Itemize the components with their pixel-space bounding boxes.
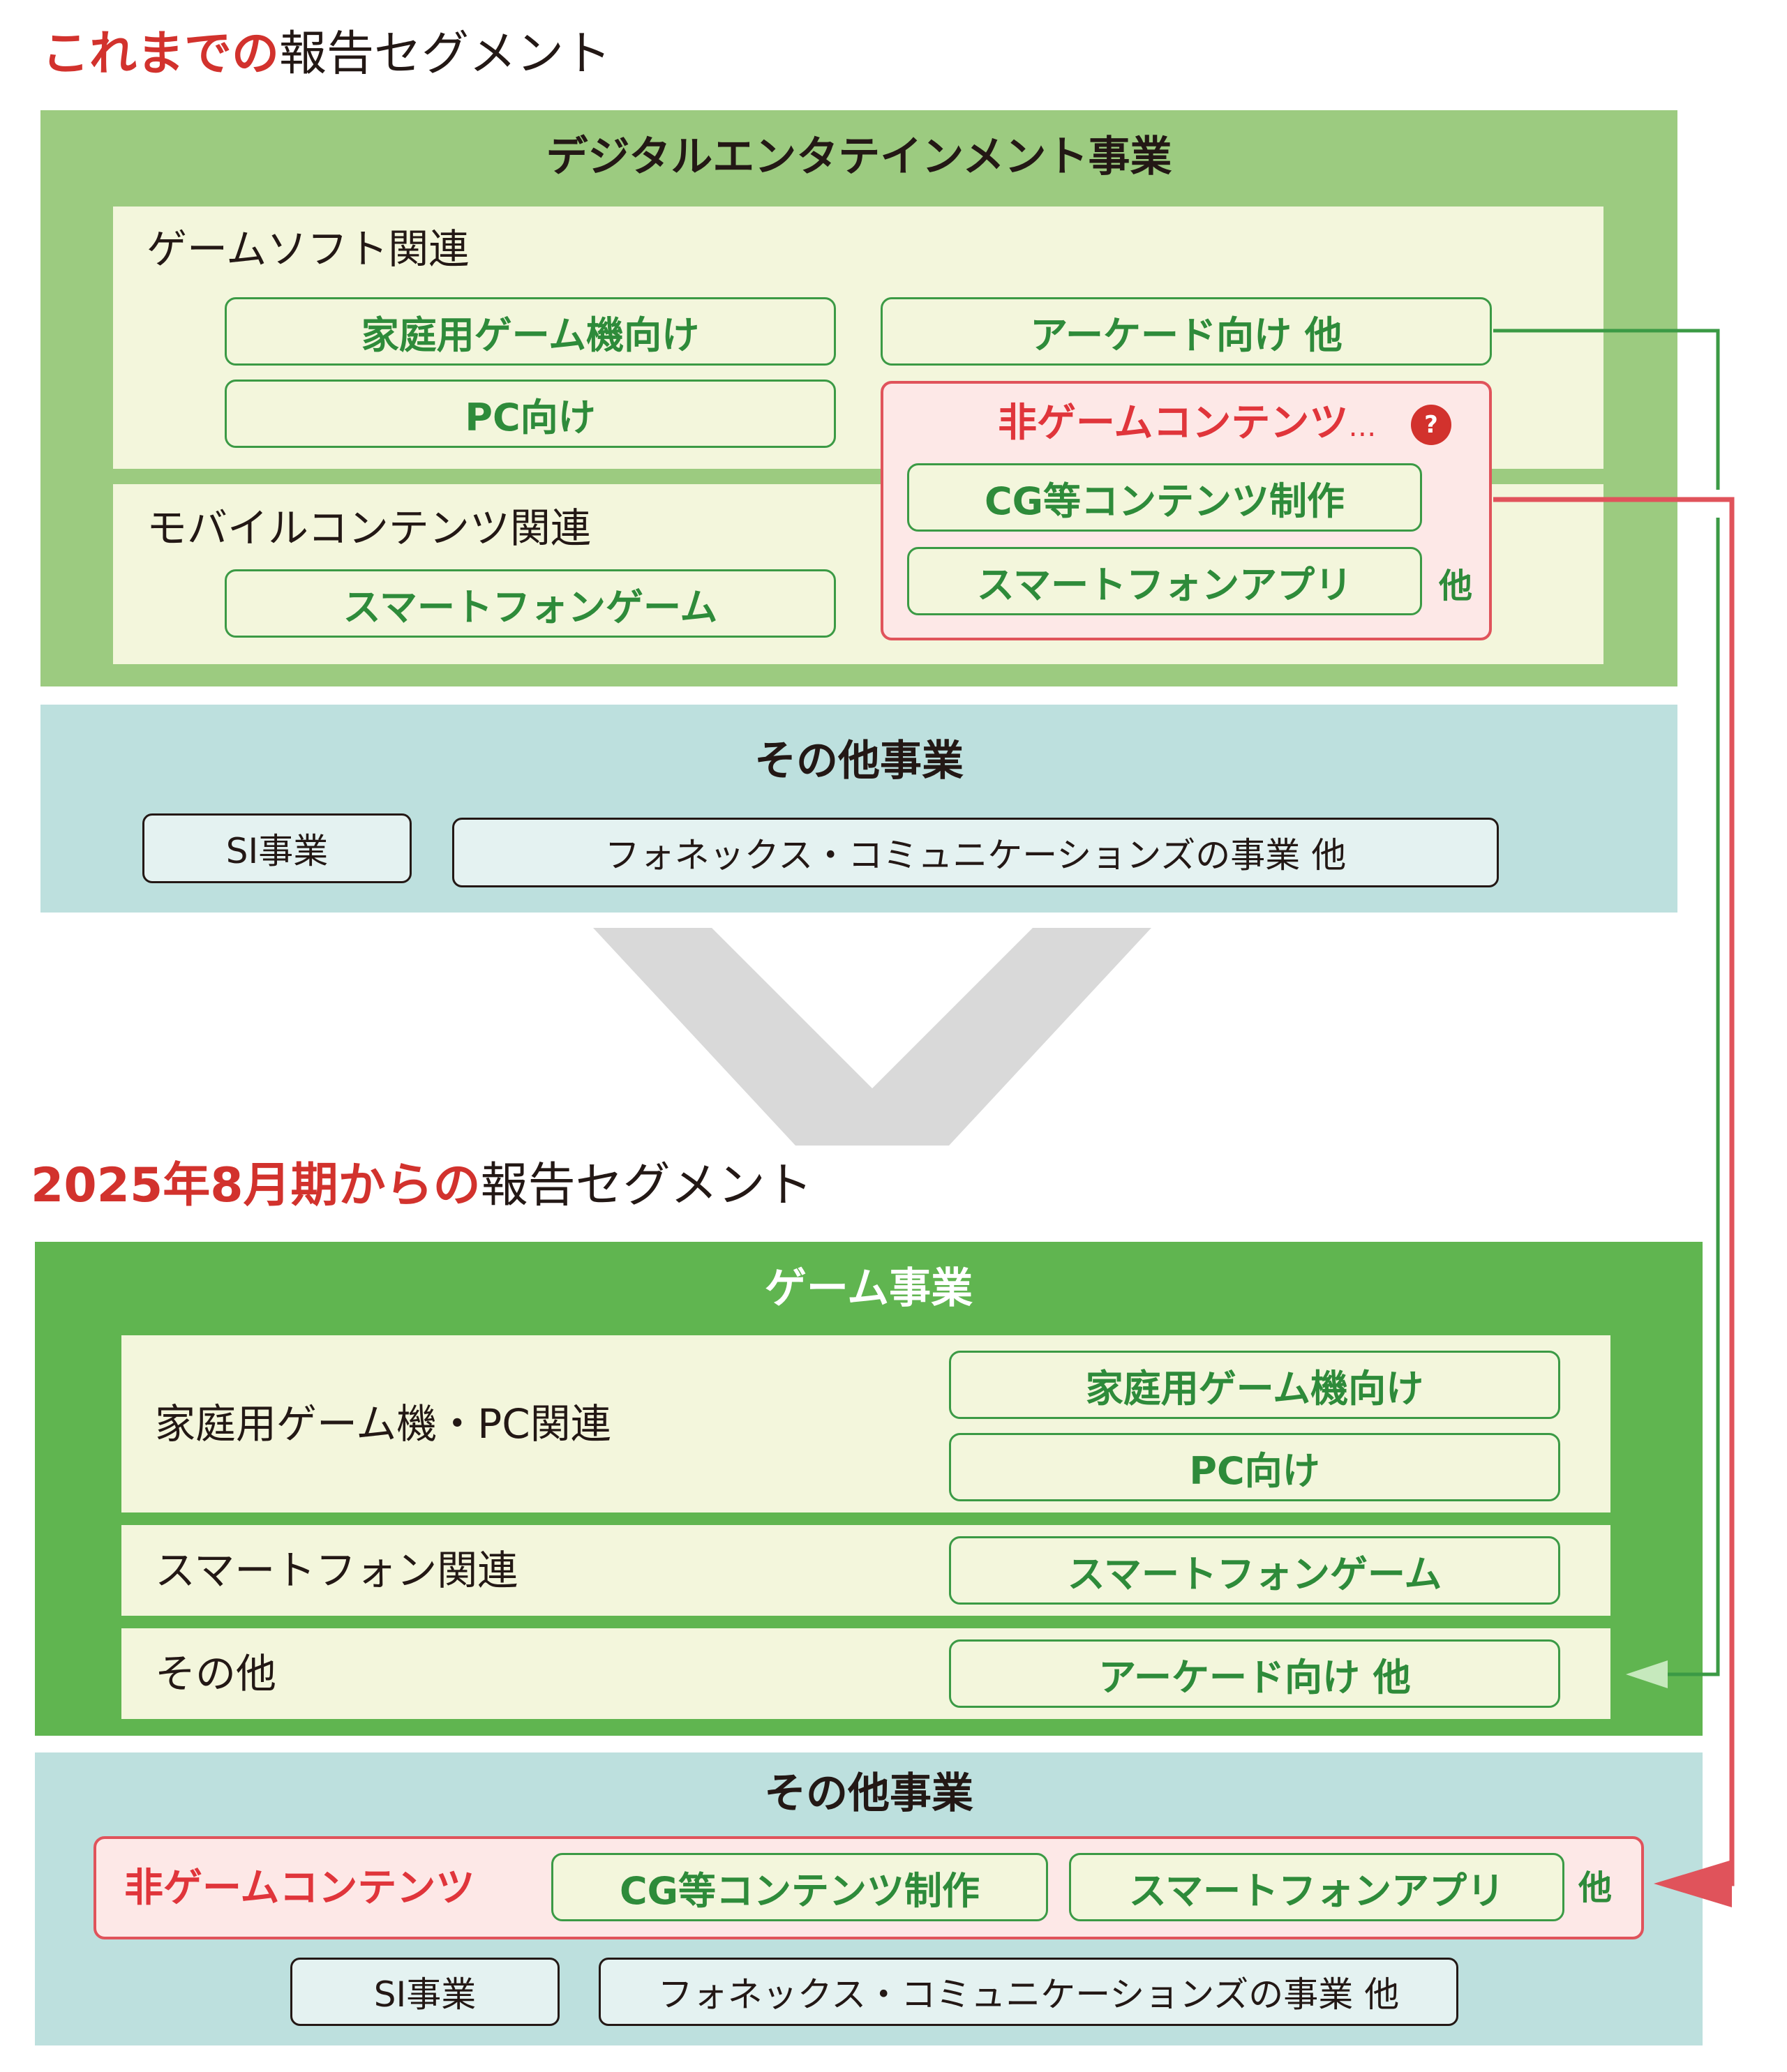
- si-box: SI事業: [142, 813, 412, 883]
- after-smartphone-game-box: スマートフォンゲーム: [949, 1536, 1560, 1605]
- digital-entertainment-title: デジタルエンタテインメント事業: [546, 133, 1172, 181]
- pc-box: PC向け: [225, 380, 836, 448]
- other-business-title: その他事業: [754, 737, 964, 786]
- arcade-arrow-head: [1626, 1660, 1668, 1688]
- question-icon: ?: [1411, 405, 1451, 445]
- after-heading: 2025年8月期からの報告セグメント: [31, 1158, 813, 1213]
- non-game-etc: 他: [1439, 566, 1473, 606]
- after-phonics-box: フォネックス・コミュニケーションズの事業 他: [599, 1958, 1458, 2026]
- console-box: 家庭用ゲーム機向け: [225, 297, 836, 366]
- non-game-title: 非ゲームコンテンツ…: [998, 400, 1377, 446]
- game-soft-label: ゲームソフト関連: [147, 225, 470, 273]
- after-arcade-box: アーケード向け 他: [949, 1639, 1560, 1708]
- after-non-game-etc: 他: [1578, 1868, 1613, 1907]
- after-other-business-title: その他事業: [764, 1769, 973, 1818]
- console-pc-label: 家庭用ゲーム機・PC関連: [155, 1400, 611, 1448]
- phonics-box: フォネックス・コミュニケーションズの事業 他: [452, 818, 1499, 887]
- mobile-label: モバイルコンテンツ関連: [147, 504, 591, 552]
- before-heading: これまでの報告セグメント: [42, 27, 612, 82]
- arcade-connector-line: [1493, 329, 1720, 490]
- arcade-connector-line-lower: [1662, 518, 1720, 1676]
- non-game-arrow-head: [1654, 1860, 1732, 1907]
- chevron-down-icon: [593, 928, 1151, 1146]
- after-smartphone-app-box: スマートフォンアプリ: [1069, 1853, 1564, 1921]
- smartphone-game-box: スマートフォンゲーム: [225, 569, 836, 638]
- after-si-box: SI事業: [290, 1958, 560, 2026]
- smartphone-label: スマートフォン関連: [155, 1547, 518, 1594]
- cg-content-box: CG等コンテンツ制作: [907, 463, 1422, 532]
- smartphone-app-box: スマートフォンアプリ: [907, 547, 1422, 615]
- arcade-box: アーケード向け 他: [881, 297, 1492, 366]
- after-cg-content-box: CG等コンテンツ制作: [551, 1853, 1048, 1921]
- after-console-box: 家庭用ゲーム機向け: [949, 1351, 1560, 1419]
- game-business-title: ゲーム事業: [764, 1264, 973, 1313]
- after-non-game-title: 非ゲームコンテンツ: [124, 1865, 475, 1911]
- misc-label: その他: [155, 1650, 277, 1697]
- after-pc-box: PC向け: [949, 1433, 1560, 1501]
